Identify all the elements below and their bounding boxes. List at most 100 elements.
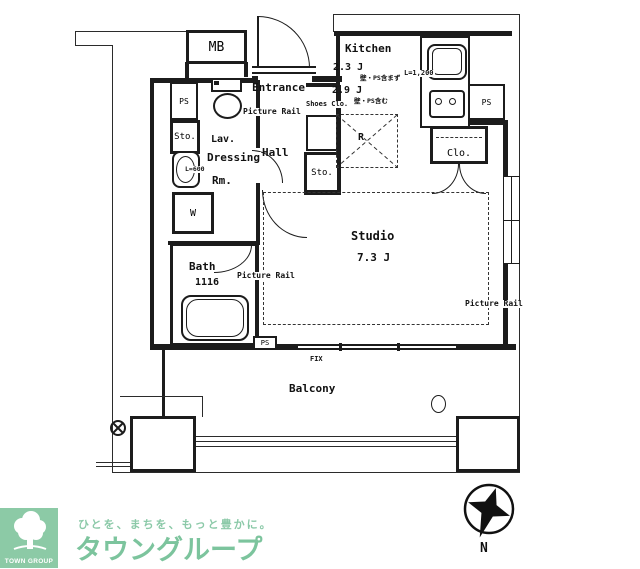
room-label-studio: Studio bbox=[351, 229, 395, 243]
compass-north-label: N bbox=[480, 541, 488, 556]
ps-kitchen-label: PS bbox=[481, 97, 492, 107]
balcony-line bbox=[96, 462, 130, 463]
tree-icon bbox=[13, 511, 47, 550]
wall bbox=[466, 120, 508, 125]
stove-burner-icon bbox=[435, 98, 442, 105]
wall bbox=[503, 120, 508, 178]
kitchen-size-2: 2.9 J bbox=[332, 85, 363, 96]
boundary-line bbox=[75, 31, 76, 45]
wall bbox=[150, 78, 154, 345]
room-label-balcony: Balcony bbox=[289, 382, 336, 395]
room-label-shoes-closet: Shoes Clo. bbox=[305, 100, 350, 108]
drain-icon bbox=[431, 395, 446, 413]
room-label-entrance: Entrance bbox=[252, 81, 305, 94]
closet-door-arc bbox=[459, 164, 486, 194]
wall bbox=[334, 31, 512, 36]
pipe-space-entry: PS bbox=[170, 82, 198, 120]
fix-label: FIX bbox=[310, 355, 323, 363]
closet-door-arc bbox=[432, 164, 459, 194]
logo-text: TOWN GROUP bbox=[4, 558, 54, 565]
closet-box: Clo. bbox=[430, 126, 488, 164]
brand-name: タウングループ bbox=[75, 535, 263, 566]
picture-rail-dashed-outline bbox=[263, 192, 489, 325]
studio-size-label: 7.3 J bbox=[357, 251, 391, 264]
room-label-bath: Bath bbox=[189, 260, 216, 273]
pipe-space-studio: PS bbox=[253, 336, 277, 350]
picture-rail-label: Picture Rail bbox=[464, 299, 524, 308]
wall bbox=[244, 62, 248, 77]
pipe-space-kitchen: PS bbox=[468, 84, 505, 120]
window-mullion bbox=[397, 343, 400, 351]
boundary-line bbox=[75, 45, 112, 46]
entrance-threshold bbox=[252, 66, 316, 74]
picture-rail-label: Picture Rail bbox=[242, 107, 302, 116]
boundary-line bbox=[75, 31, 187, 32]
kitchen-size-1-note: 壁・PS含まず bbox=[360, 74, 401, 82]
balcony-railing-line bbox=[196, 436, 456, 437]
boundary-line bbox=[333, 14, 334, 32]
room-label-hall: Hall bbox=[262, 146, 289, 159]
boundary-line bbox=[333, 14, 520, 15]
meter-box: MB bbox=[186, 30, 247, 64]
room-label-dressing: Dressing bbox=[206, 151, 261, 164]
toilet-bowl-icon bbox=[213, 93, 242, 119]
wall bbox=[306, 83, 340, 87]
wall bbox=[185, 62, 189, 79]
compass-icon bbox=[463, 483, 515, 538]
entrance-door-arc bbox=[258, 16, 310, 68]
balcony-line bbox=[120, 396, 203, 397]
town-group-logo: TOWN GROUP bbox=[0, 508, 58, 568]
boundary-line bbox=[112, 472, 520, 473]
kitchen-size-1: 2.3 J bbox=[333, 62, 364, 73]
studio-side-window bbox=[503, 176, 520, 264]
boundary-line bbox=[112, 45, 113, 473]
balcony-railing-line bbox=[196, 441, 456, 442]
fridge-space-x-icon bbox=[336, 114, 398, 168]
balcony-pillar bbox=[130, 416, 196, 472]
closet-rail-line bbox=[436, 137, 482, 138]
washer-space: W bbox=[172, 192, 214, 234]
shoe-cabinet-box bbox=[306, 115, 338, 151]
wall bbox=[336, 85, 341, 195]
room-label-kitchen: Kitchen bbox=[345, 42, 392, 55]
balcony-line bbox=[202, 396, 203, 417]
window-mullion bbox=[339, 343, 342, 351]
balcony-pillar bbox=[456, 416, 520, 472]
fridge-label: R bbox=[358, 132, 365, 143]
entrance-door-leaf bbox=[257, 16, 259, 68]
wall bbox=[336, 36, 340, 85]
faucet-icon bbox=[110, 420, 126, 436]
room-label-dressing-rm: Rm. bbox=[212, 174, 232, 187]
storage-hall: Sto. bbox=[304, 152, 340, 193]
storage-hall-label: Sto. bbox=[311, 167, 333, 178]
bathtub-inner-icon bbox=[186, 299, 244, 337]
meter-box-label: MB bbox=[208, 39, 225, 55]
sink-length-label: L=1,200 bbox=[403, 69, 435, 77]
storage-entry-label: Sto. bbox=[174, 132, 196, 142]
fridge-space-box: R bbox=[336, 114, 398, 168]
stove-burner-icon bbox=[449, 98, 456, 105]
basin-length-label: L=600 bbox=[184, 165, 206, 173]
wall bbox=[256, 183, 260, 245]
kitchen-sink-inner-icon bbox=[432, 48, 462, 75]
room-label-lavatory: Lav. bbox=[211, 134, 236, 145]
washer-label: W bbox=[189, 207, 197, 219]
ps-studio-label: PS bbox=[260, 339, 270, 347]
picture-rail-label: Picture Rail bbox=[236, 271, 296, 280]
balcony-divider bbox=[162, 350, 165, 416]
fix-window bbox=[298, 345, 456, 349]
window-line bbox=[504, 220, 519, 221]
wall bbox=[312, 76, 342, 82]
toilet-handle-icon bbox=[214, 81, 219, 85]
balcony-line bbox=[96, 466, 130, 467]
kitchen-size-2-note: 壁・PS含む bbox=[354, 97, 388, 105]
wall bbox=[150, 78, 256, 83]
storage-entry: Sto. bbox=[170, 120, 200, 154]
balcony-railing-line bbox=[196, 446, 456, 447]
closet-label: Clo. bbox=[446, 148, 472, 159]
stove-icon bbox=[429, 90, 465, 118]
brand-tagline: ひとを、まちを、もっと豊かに。 bbox=[78, 518, 273, 531]
bath-size-label: 1116 bbox=[195, 277, 220, 288]
ps-entry-label: PS bbox=[179, 96, 189, 106]
